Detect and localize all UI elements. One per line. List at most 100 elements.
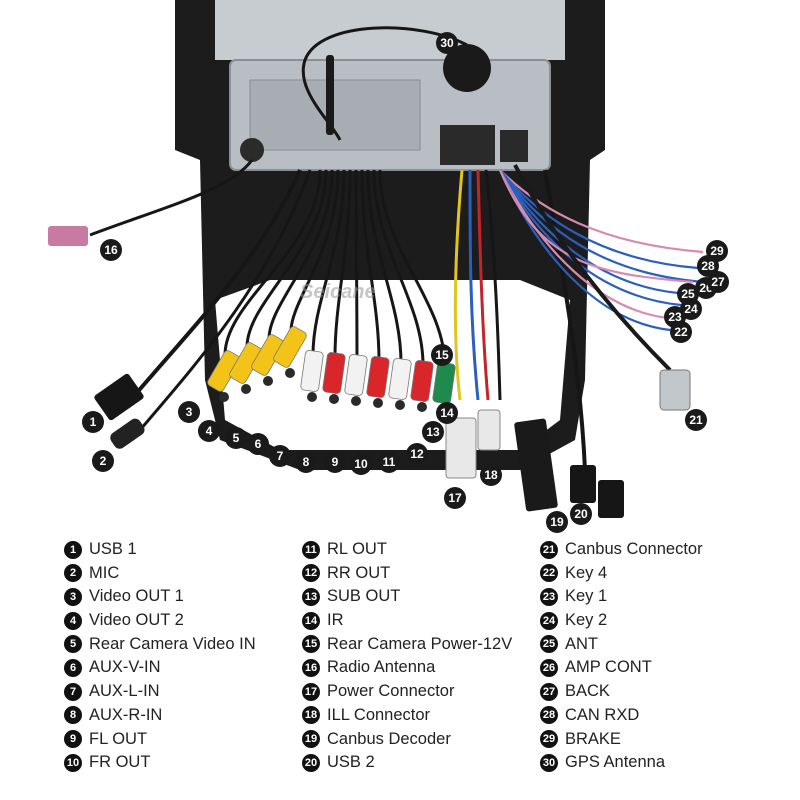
head-unit-top: [215, 0, 565, 60]
callout-badge: 18: [480, 464, 502, 486]
rca-cable: [311, 169, 346, 356]
rca-cable: [267, 169, 334, 340]
rca-plug-tip: [241, 384, 251, 394]
legend-number-badge: 22: [540, 564, 558, 583]
wire-yellow: [453, 169, 464, 401]
rca-cable: [333, 169, 352, 358]
legend-label: IR: [327, 611, 344, 630]
rca-cable: [245, 169, 328, 348]
callout-badge: 12: [406, 443, 428, 465]
legend-number-badge: 18: [302, 706, 320, 725]
callout-badge: 13: [422, 421, 444, 443]
legend-item: 30 GPS Antenna: [540, 751, 703, 774]
ill-connector: [477, 409, 501, 451]
legend-number-badge: 28: [540, 706, 558, 725]
legend-item: 22 Key 4: [540, 562, 703, 585]
usb2-cable: [543, 169, 587, 471]
wire-blue: [468, 169, 480, 401]
rca-plug: [322, 352, 346, 394]
legend-label: BRAKE: [565, 729, 621, 748]
canbus-connector: [659, 369, 691, 411]
legend-number-badge: 24: [540, 611, 558, 630]
callout-badge: 10: [350, 453, 372, 475]
legend-number-badge: 12: [302, 564, 320, 583]
fan-wire: [499, 169, 705, 284]
wifi-antenna: [326, 55, 334, 135]
legend-label: ILL Connector: [327, 705, 431, 724]
legend-label: Key 2: [565, 611, 608, 630]
legend-label: BACK: [565, 682, 610, 701]
legend-label: Rear Camera Power-12V: [327, 634, 513, 653]
rca-cable: [289, 169, 340, 332]
legend-number-badge: 5: [64, 635, 82, 654]
gps-cable: [301, 26, 468, 141]
callout-badge: 20: [570, 503, 592, 525]
gps-antenna-puck: [443, 44, 491, 92]
legend-label: GPS Antenna: [565, 753, 665, 772]
legend-item: 23 Key 1: [540, 585, 703, 608]
legend-number-badge: 17: [302, 682, 320, 701]
callout-badge: 25: [677, 283, 699, 305]
legend-number-badge: 30: [540, 753, 558, 772]
rca-plug: [300, 350, 324, 392]
legend-label: Canbus Decoder: [327, 729, 451, 748]
legend-label: AUX-R-IN: [89, 705, 163, 724]
legend-label: FL OUT: [89, 729, 148, 748]
main-harness-socket: [440, 125, 495, 165]
wire-red: [476, 169, 490, 401]
rca-plug: [344, 354, 368, 396]
callout-badge: 9: [324, 451, 346, 473]
legend-label: SUB OUT: [327, 587, 401, 606]
callout-badge: 6: [247, 433, 269, 455]
legend-label: Radio Antenna: [327, 658, 436, 677]
wire-black: [484, 169, 502, 401]
legend-label: AMP CONT: [565, 658, 652, 677]
rca-plug-tip: [395, 400, 405, 410]
legend-number-badge: 23: [540, 587, 558, 606]
legend-number-badge: 3: [64, 587, 82, 606]
power-connector: [445, 417, 477, 479]
callout-badge: 19: [546, 511, 568, 533]
mic-cable: [138, 169, 312, 431]
legend-number-badge: 26: [540, 658, 558, 677]
legend-number-badge: 8: [64, 706, 82, 725]
usb1-cable: [133, 169, 302, 397]
legend-number-badge: 20: [302, 753, 320, 772]
rca-plug-tip: [351, 396, 361, 406]
callout-badge: 29: [706, 240, 728, 262]
callout-badge: 1: [82, 411, 104, 433]
rca-plug-tip: [263, 376, 273, 386]
fan-wire: [499, 169, 699, 270]
legend-number-badge: 6: [64, 658, 82, 677]
callout-badge: 3: [178, 401, 200, 423]
legend-number-badge: 10: [64, 753, 82, 772]
legend-label: ANT: [565, 634, 598, 653]
rca-plug: [388, 358, 412, 400]
legend-label: Video OUT 2: [89, 611, 184, 630]
legend-item: 28 CAN RXD: [540, 704, 703, 727]
callout-badge: 30: [436, 32, 458, 54]
legend-label: Key 1: [565, 587, 608, 606]
legend-label: Key 4: [565, 563, 608, 582]
legend-label: CAN RXD: [565, 705, 640, 724]
rca-cable: [366, 169, 403, 364]
